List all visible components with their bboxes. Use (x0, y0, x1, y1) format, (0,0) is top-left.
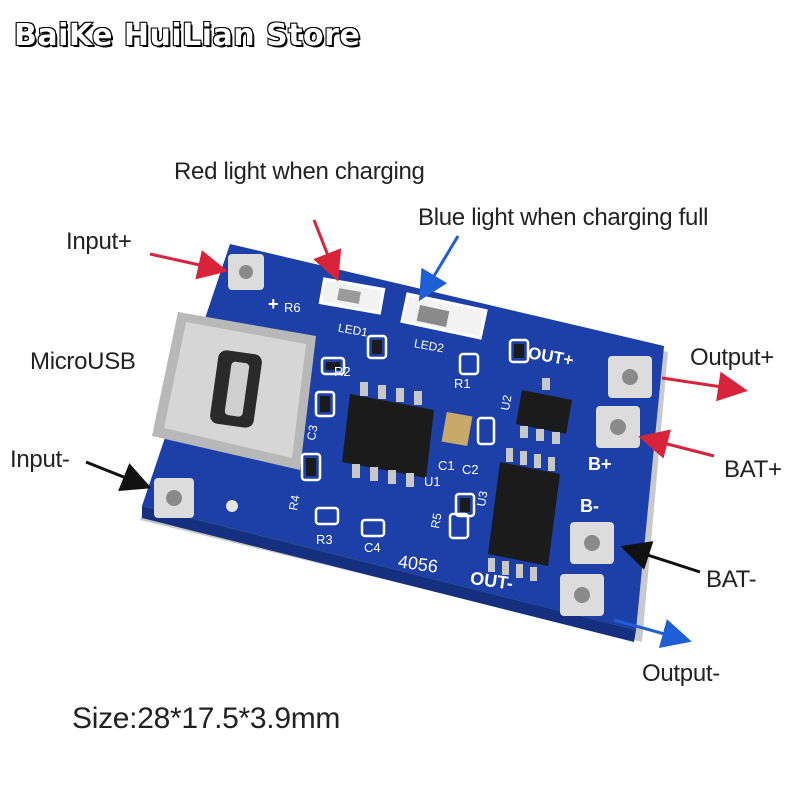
arrow-bat-minus (620, 541, 701, 574)
silk-r2: R2 (334, 364, 351, 379)
silk-r6: R6 (284, 300, 301, 315)
silk-r1: R1 (454, 376, 471, 391)
label-input-plus: Input+ (66, 228, 132, 255)
pcb-edge (142, 506, 636, 642)
ic-u1 (342, 382, 434, 487)
silk-c3: C3 (304, 424, 321, 442)
label-output-plus: Output+ (690, 344, 774, 371)
pad-input-plus (228, 254, 264, 290)
pad-output-minus (560, 574, 604, 616)
label-microusb: MicroUSB (30, 348, 136, 375)
usb-connector (152, 312, 316, 470)
label-output-minus: Output- (642, 660, 720, 687)
arrow-blue-light (418, 235, 460, 302)
pad-input-minus (154, 478, 194, 518)
passive-fill (306, 340, 524, 512)
mounting-dot (226, 500, 238, 512)
arrow-output-plus (661, 371, 748, 402)
store-title: BaiKe HuiLian Store (13, 17, 361, 54)
silk-b-plus: B+ (588, 454, 612, 474)
label-blue-light: Blue light when charging full (418, 204, 709, 231)
callout-arrows (85, 219, 748, 649)
label-bat-minus: BAT- (706, 566, 757, 593)
silk-r5: R5 (428, 512, 445, 530)
charger-board: + R6 LED1 LED2 R2 R1 OUT+ U2 C3 C1 C2 U1… (140, 244, 668, 642)
size-note: Size:28*17.5*3.9mm (72, 702, 341, 735)
led1-red (318, 277, 386, 315)
arrow-bat-plus (638, 429, 715, 459)
arrow-input-minus (85, 460, 152, 492)
silk-b-minus: B- (580, 496, 599, 516)
silk-u2: U2 (498, 394, 515, 412)
led2-blue (400, 292, 488, 340)
ic-u3 (488, 448, 560, 581)
arrow-output-minus (613, 618, 692, 649)
silk-c1: C1 (438, 458, 455, 473)
silk-u1: U1 (424, 474, 441, 489)
silk-led2: LED2 (413, 336, 445, 355)
passive-components (300, 334, 530, 540)
pad-bat-plus (596, 406, 640, 448)
pad-output-plus (608, 356, 652, 398)
silk-r4: R4 (286, 494, 303, 512)
arrow-red-light (312, 219, 342, 282)
silk-plus: + (268, 294, 279, 314)
label-bat-plus: BAT+ (724, 456, 782, 483)
label-red-light: Red light when charging (174, 158, 425, 185)
silk-c4: C4 (364, 540, 381, 555)
silk-led1: LED1 (337, 321, 369, 340)
ic-u2 (516, 378, 572, 444)
arrow-input-plus (149, 250, 228, 280)
pad-bat-minus (570, 522, 614, 564)
silk-r3: R3 (316, 532, 333, 547)
capacitor-c1 (441, 411, 473, 447)
silk-c2: C2 (462, 462, 479, 477)
label-input-minus: Input- (10, 446, 70, 473)
silk-u3: U3 (474, 490, 491, 508)
